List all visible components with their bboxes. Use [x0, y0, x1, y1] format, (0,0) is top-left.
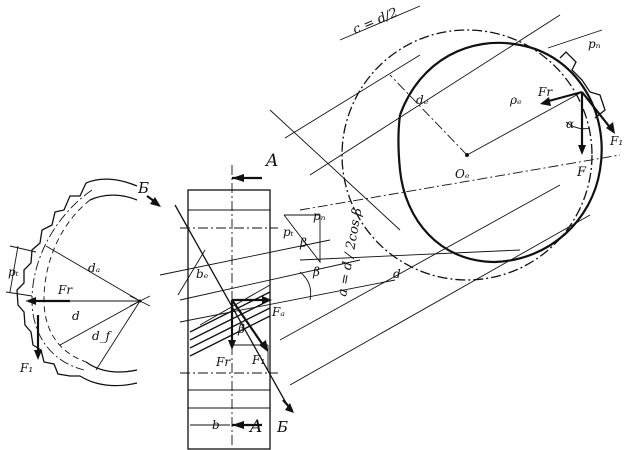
alpha-arc: [565, 121, 591, 130]
c-dimension: [339, 5, 421, 41]
f1-arrow-top: [581, 91, 613, 131]
label-fr-left: Fr: [57, 283, 73, 297]
pt-dimension-left: [9, 245, 19, 293]
label-beta-small: β: [299, 236, 307, 250]
label-a-bot: A: [248, 417, 262, 437]
pt-pn-triangle: [283, 214, 321, 264]
label-b-bot: Б: [276, 418, 288, 436]
pn-top-dimension: [547, 29, 603, 49]
label-pt-left: pₜ: [8, 265, 19, 279]
label-de: dₑ: [416, 93, 429, 107]
label-df: d_f: [92, 329, 113, 343]
label-fa: Fₐ: [271, 305, 285, 319]
label-pn-mid: pₙ: [313, 209, 326, 223]
gear-side-view: [159, 165, 396, 450]
equivalent-circle-solid: [397, 41, 603, 264]
beta-arc: [299, 271, 312, 301]
label-a-formula: a = d / 2cos β: [335, 207, 365, 298]
gear-arc-top-outer: [85, 178, 138, 187]
label-b-top: Б: [137, 179, 149, 197]
equivalent-tooth: [559, 51, 606, 119]
label-b: b: [212, 418, 220, 432]
gear-end-view: [5, 178, 161, 387]
be-dimension: [177, 249, 206, 296]
gear-root-circle: [43, 199, 91, 363]
label-oe: Oₑ: [455, 167, 470, 181]
label-beta-low: β: [237, 322, 245, 336]
label-a-top: A: [264, 151, 278, 171]
df-radius-line: [95, 300, 141, 371]
diagram-labels: c = d/2 pₙ dₑ ρₑ Fr α F₁ Oₑ F A Б pₜ pₙ …: [8, 5, 623, 437]
gear-side-rect: [187, 189, 271, 450]
gear-arc-bottom-inner: [85, 361, 138, 373]
label-beta-mid: β: [312, 265, 320, 279]
label-alpha: α: [566, 117, 574, 131]
label-pn-top: pₙ: [588, 37, 601, 51]
f1-arrow-mid: [231, 299, 266, 349]
d-radius-line: [59, 300, 141, 346]
label-f: F: [576, 165, 587, 180]
label-fr-top: Fr: [537, 85, 553, 99]
label-d-big: d: [393, 267, 401, 281]
gear-arc-top-inner: [89, 194, 138, 201]
label-f1-low: F₁: [251, 353, 265, 367]
label-f1-top: F₁: [609, 134, 623, 148]
label-da: dₐ: [88, 261, 100, 275]
label-pt: pₜ: [283, 225, 294, 239]
label-rho-e: ρₑ: [509, 93, 522, 107]
equivalent-gear-view: [269, 5, 621, 386]
gear-pitch-circle: [31, 189, 93, 371]
gear-teeth-profile: [16, 182, 87, 377]
label-f1-left: F₁: [19, 361, 33, 375]
rho-e-line: [466, 91, 583, 156]
label-be: bₑ: [196, 267, 209, 281]
de-line: [389, 74, 468, 156]
da-radius-line: [45, 245, 141, 302]
fr-arrow-top: [544, 90, 583, 104]
gear-arc-bottom-outer: [79, 375, 138, 387]
label-fr-low: Fr: [215, 355, 231, 369]
label-d-left: d: [72, 309, 80, 323]
label-c-formula: c = d/2: [351, 5, 401, 37]
